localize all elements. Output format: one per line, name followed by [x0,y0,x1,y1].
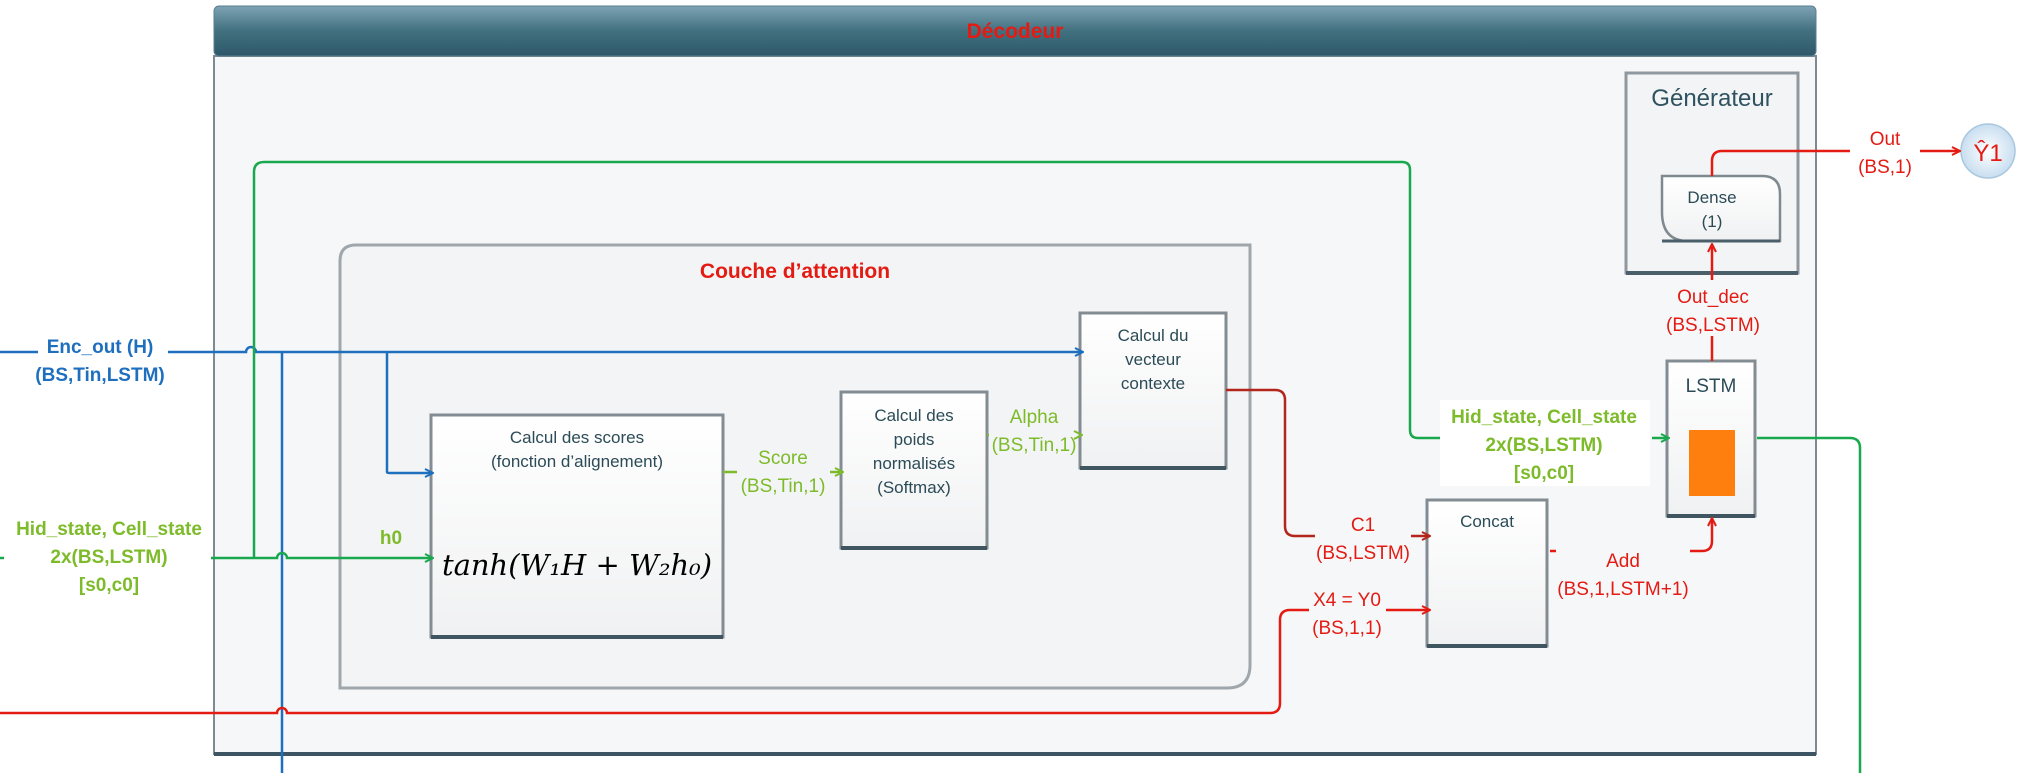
generator-title: Générateur [1651,85,1772,112]
weights-box: Calcul des poids normalisés (Softmax) [839,390,989,550]
c1-label: C1 [1351,515,1375,536]
x4-shape: (BS,1,1) [1312,618,1382,639]
weights-line4: (Softmax) [877,478,951,497]
weights-line2: poids [894,430,935,449]
attention-title: Couche d’attention [700,260,890,283]
scores-title: Calcul des scores [510,428,644,447]
concat-box: Concat [1425,498,1549,648]
x4-label: X4 = Y0 [1313,590,1381,611]
dense-box: Dense (1) [1660,174,1782,243]
dense-label: Dense [1687,188,1736,207]
context-line2: vecteur [1125,350,1181,369]
context-line1: Calcul du [1118,326,1189,345]
weights-line1: Calcul des [874,406,953,425]
hid-state-left-names: [s0,c0] [79,575,139,596]
concat-label: Concat [1460,512,1514,531]
add-shape: (BS,1,LSTM+1) [1557,579,1688,600]
add-label: Add [1606,551,1640,572]
hid-state-right-label: Hid_state, Cell_state [1451,407,1637,428]
hid-state-right-names: [s0,c0] [1514,463,1574,484]
red-connectors [0,151,1960,715]
weights-line3: normalisés [873,454,955,473]
out-dec-label: Out_dec [1677,287,1749,308]
hid-state-right-shape: 2x(BS,LSTM) [1485,435,1602,456]
c1-connector [1226,388,1430,536]
y1-output: Ŷ1 [1960,123,2016,179]
scores-box: Calcul des scores (fonction d’alignement… [429,413,725,639]
h0-label: h0 [380,528,402,549]
dense-units: (1) [1702,212,1723,231]
lstm-label: LSTM [1686,376,1737,397]
decoder-title: Décodeur [967,20,1064,43]
context-box: Calcul du vecteur contexte [1078,311,1228,470]
hid-state-left-shape: 2x(BS,LSTM) [50,547,167,568]
score-shape: (BS,Tin,1) [741,476,826,497]
score-alpha-connectors [723,435,1082,472]
alpha-label: Alpha [1010,407,1059,428]
scores-subtitle: (fonction d’alignement) [491,452,663,471]
out-shape: (BS,1) [1858,157,1912,178]
enc-out-shape: (BS,Tin,LSTM) [35,365,164,386]
scores-formula: tanh(W₁H + W₂h₀) [442,548,712,582]
y1-label: Ŷ1 [1973,140,2002,167]
lstm-box: LSTM [1665,359,1757,518]
enc-out-label: Enc_out (H) [47,337,154,358]
out-label: Out [1870,129,1901,150]
hid-state-right-bg [1440,400,1650,486]
green-connectors [0,160,1862,773]
lstm-cell-block [1689,430,1735,496]
score-label: Score [758,448,808,469]
context-line3: contexte [1121,374,1185,393]
c1-shape: (BS,LSTM) [1316,543,1410,564]
hid-state-left-label: Hid_state, Cell_state [16,519,202,540]
blue-connectors [0,345,1083,773]
alpha-shape: (BS,Tin,1) [992,435,1077,456]
out-dec-shape: (BS,LSTM) [1666,315,1760,336]
